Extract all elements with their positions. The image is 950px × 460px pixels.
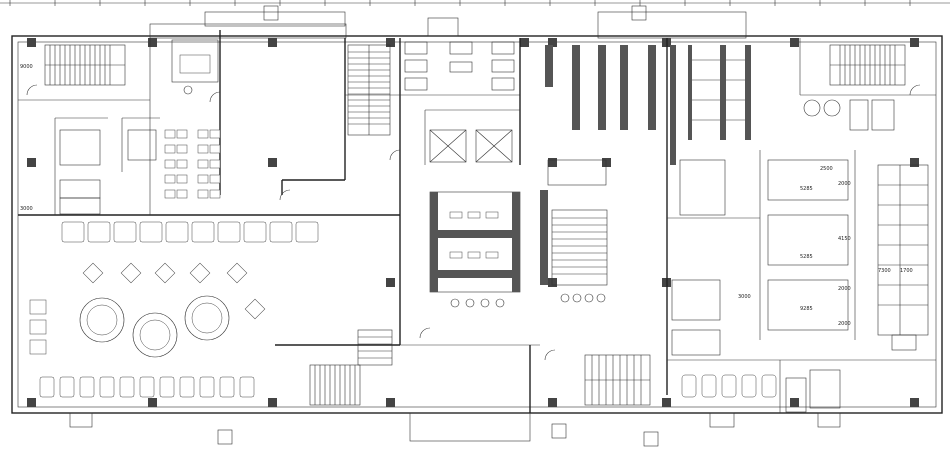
dim-pair-2: 1700	[900, 268, 913, 274]
dim-pair-1: 7300	[878, 268, 891, 274]
stair-center-top	[347, 44, 391, 136]
stair-bottom-center	[584, 354, 651, 406]
interior-partitions	[18, 30, 936, 413]
dim-right-7: 9285	[800, 306, 813, 312]
lounge-seating-bottom-right	[681, 369, 841, 413]
dim-right-3: 2000	[838, 181, 851, 187]
dimension-labels-right: 2500 5285 2000 4150 5285 2000 9285 2000 …	[738, 166, 913, 327]
entry-markers	[217, 5, 659, 447]
right-wing-rooms	[671, 99, 929, 356]
dim-right-6: 2000	[838, 286, 851, 292]
outer-walls	[11, 11, 943, 442]
dim-right-9: 3000	[738, 294, 751, 300]
restroom-top	[404, 41, 515, 91]
dim-right-1: 2500	[820, 166, 833, 172]
top-dimension-ticks	[0, 0, 950, 6]
dim-right-2: 5285	[800, 186, 813, 192]
stair-right	[829, 44, 906, 86]
side-chairs-left	[29, 299, 47, 355]
left-wing-rooms	[59, 39, 219, 215]
food-court-counters	[429, 159, 607, 308]
dim-left-1: 9000	[20, 64, 33, 70]
dim-right-8: 2000	[838, 321, 851, 327]
dimension-labels-left: 9000 3000	[20, 64, 33, 212]
stair-bottom-left	[309, 329, 393, 406]
booth-seating-left	[164, 129, 221, 199]
dim-right-4: 4150	[838, 236, 851, 242]
stair-center-middle	[551, 209, 608, 303]
round-banquet-tables	[79, 295, 230, 358]
diamond-tables	[82, 262, 266, 320]
dining-tables-row	[61, 221, 319, 243]
sofa-row-bottom	[39, 376, 255, 398]
dim-right-5: 5285	[800, 254, 813, 260]
elevator-core	[429, 129, 513, 163]
stair-left	[44, 44, 126, 86]
shelving-rows	[545, 45, 751, 165]
dim-left-2: 3000	[20, 206, 33, 212]
door-swings	[26, 84, 921, 361]
